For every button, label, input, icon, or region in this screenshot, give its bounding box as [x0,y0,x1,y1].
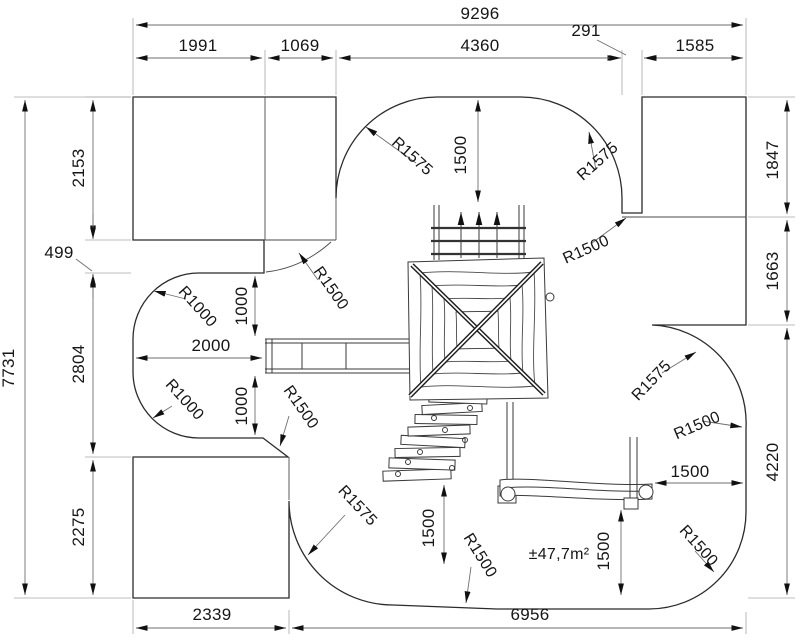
dim-w3: 4360 [460,36,499,55]
dim-left-2000: 2000 [191,336,230,355]
dim-left-1000-lower: 1000 [232,386,251,425]
dim-l1: 2153 [69,148,88,187]
dim-l4: 2275 [69,507,88,546]
climbing-net [431,205,526,260]
dim-right-1500-h: 1500 [670,462,709,481]
balance-beam [497,402,654,510]
leader-291 [596,39,627,56]
tower-platform [407,257,555,401]
climbing-ramp [382,392,488,482]
leader-499 [75,258,93,272]
dim-w5: 1585 [675,36,714,55]
dim-total-height: 7731 [0,348,18,387]
tower-hook [545,292,555,302]
radius-leaders [152,126,743,604]
dim-b2: 6956 [510,605,549,624]
dim-l2: 499 [44,243,73,262]
dim-b1: 2339 [192,605,231,624]
dim-bottom-1500: 1500 [419,508,438,547]
slide [265,338,412,374]
dim-r3: 4220 [763,442,782,481]
area-note: ±47,7m² [529,546,590,563]
dim-total-width: 9296 [460,4,499,23]
dim-top-1500: 1500 [451,135,470,174]
extension-lines [14,18,795,634]
dim-l3: 2804 [69,344,88,383]
dimension-lines [22,22,790,631]
dim-w4: 291 [571,21,600,40]
dim-w2: 1069 [280,36,319,55]
dim-left-1000-upper: 1000 [232,286,251,325]
dim-w1: 1991 [178,36,217,55]
dim-right-1500-v: 1500 [594,531,613,570]
dim-r2: 1663 [763,251,782,290]
dim-r1: 1847 [763,140,782,179]
